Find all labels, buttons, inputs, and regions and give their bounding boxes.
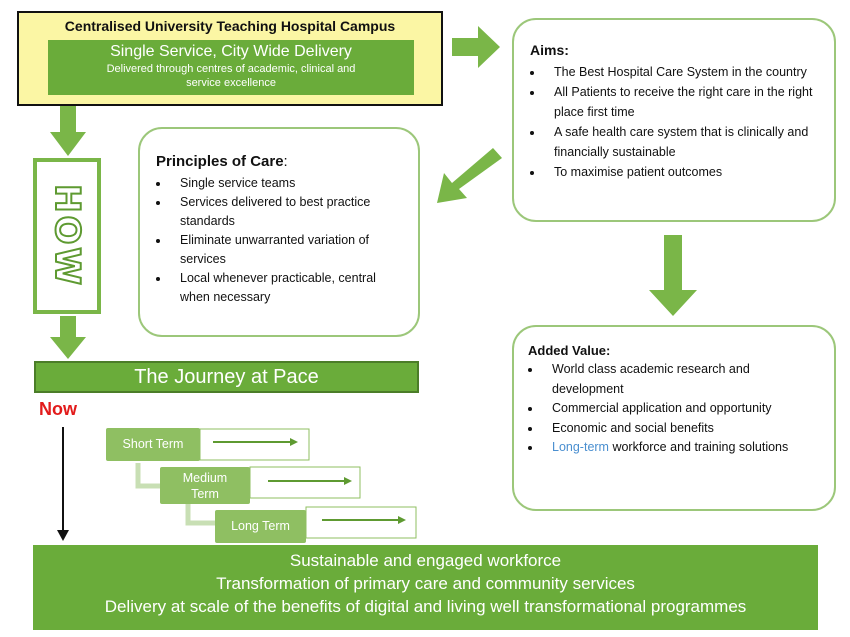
- short-term-label: Short Term: [106, 428, 200, 461]
- campus-service-panel: Single Service, City Wide Delivery Deliv…: [48, 40, 414, 95]
- principles-title: Principles of Care: [156, 153, 284, 170]
- principles-heading: Principles of Care:: [156, 153, 404, 170]
- principles-colon: :: [283, 153, 288, 170]
- arrow-campus-to-how: [50, 106, 86, 156]
- medium-term-track: [249, 466, 361, 499]
- campus-subtitle: Single Service, City Wide Delivery: [110, 43, 352, 60]
- aims-list: The Best Hospital Care System in the cou…: [530, 62, 820, 182]
- long-term-highlight: Long-term: [552, 440, 609, 454]
- list-item: Local whenever practicable, central when…: [170, 269, 404, 307]
- now-label: Now: [39, 399, 77, 419]
- campus-note-line2: service excellence: [186, 77, 276, 89]
- added-value-box: Added Value: World class academic resear…: [512, 325, 836, 511]
- long-term-label: Long Term: [215, 510, 306, 543]
- list-item: Commercial application and opportunity: [542, 399, 822, 419]
- list-item: World class academic research and develo…: [542, 360, 822, 399]
- arrow-aims-to-value: [649, 235, 697, 316]
- how-label: HOW: [46, 183, 88, 289]
- connector-short-medium: [135, 463, 160, 489]
- arrow-campus-to-aims: [452, 26, 500, 68]
- principles-list: Single service teams Services delivered …: [156, 174, 404, 307]
- list-item: The Best Hospital Care System in the cou…: [544, 62, 820, 82]
- list-item: Services delivered to best practice stan…: [170, 193, 404, 231]
- campus-title: Centralised University Teaching Hospital…: [64, 18, 396, 34]
- how-box: HOW: [33, 158, 101, 314]
- outcome-line: Delivery at scale of the benefits of dig…: [104, 597, 747, 616]
- timeline-arrowhead: [57, 530, 69, 541]
- outcome-line: Transformation of primary care and commu…: [216, 574, 635, 593]
- list-item: A safe health care system that is clinic…: [544, 122, 820, 162]
- arrow-how-to-journey: [50, 316, 86, 359]
- outcomes-banner: Sustainable and engaged workforce Transf…: [33, 545, 818, 630]
- long-term-rest: workforce and training solutions: [608, 440, 789, 454]
- added-value-list: World class academic research and develo…: [528, 360, 822, 458]
- long-term-track: [305, 506, 417, 539]
- list-item: Economic and social benefits: [542, 419, 822, 439]
- medium-term-label: Medium Term: [160, 467, 250, 504]
- campus-note-line1: Delivered through centres of academic, c…: [106, 63, 356, 75]
- list-item: To maximise patient outcomes: [544, 162, 820, 182]
- added-value-title: Added Value:: [528, 343, 611, 358]
- journey-banner: The Journey at Pace: [34, 361, 419, 393]
- aims-box: Aims: The Best Hospital Care System in t…: [512, 18, 836, 222]
- list-item: Single service teams: [170, 174, 404, 193]
- campus-note: Delivered through centres of academic, c…: [48, 62, 414, 90]
- list-item: All Patients to receive the right care i…: [544, 82, 820, 122]
- list-item: Eliminate unwarranted variation of servi…: [170, 231, 404, 269]
- arrow-aims-to-principles: [437, 148, 502, 203]
- aims-title: Aims:: [530, 42, 569, 58]
- principles-box: Principles of Care: Single service teams…: [138, 127, 420, 337]
- connector-medium-long: [185, 503, 215, 526]
- list-item: Long-term workforce and training solutio…: [542, 438, 822, 458]
- campus-box: Centralised University Teaching Hospital…: [17, 11, 443, 106]
- outcome-line: Sustainable and engaged workforce: [289, 551, 562, 570]
